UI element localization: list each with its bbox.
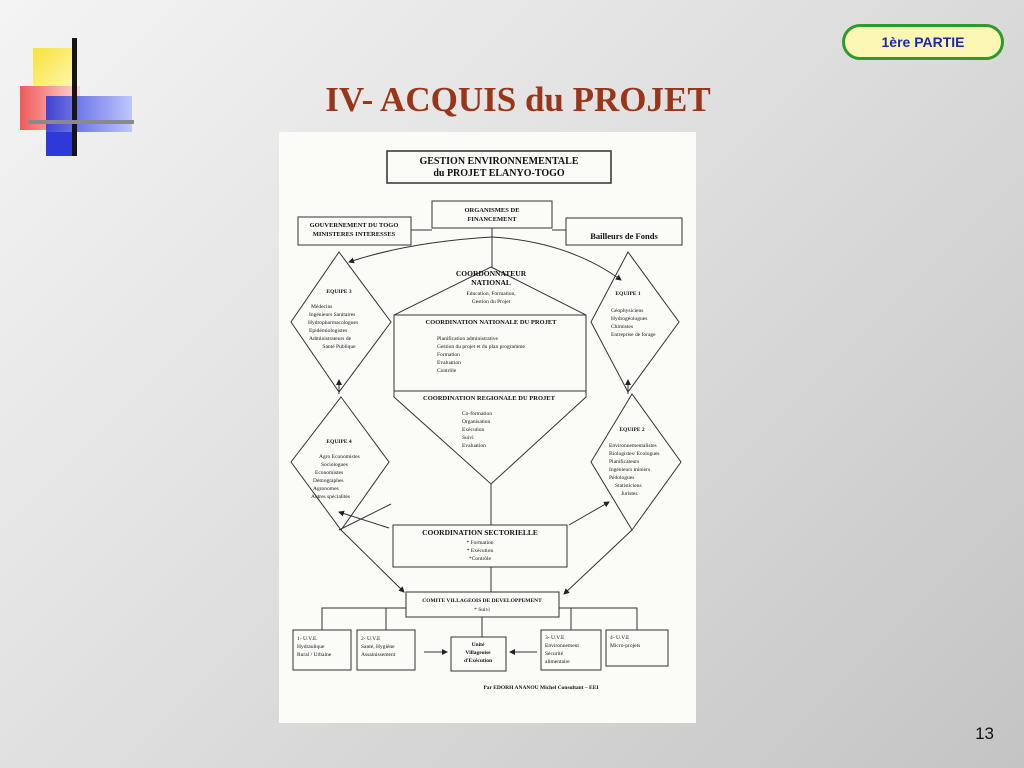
equipe2-item-4: Pédologues xyxy=(609,475,634,481)
gouvernement-line1: GOUVERNEMENT DU TOGO xyxy=(310,222,399,229)
uve2-line-2: Assainissement xyxy=(361,652,396,658)
author-credit: Par EDORH ANANOU Michel Consultant – EEI xyxy=(483,685,598,691)
sectorielle-item-0: * Formation xyxy=(466,540,493,546)
gouvernement-line2: MINISTERES INTERESSES xyxy=(313,231,396,238)
section-badge: 1ère PARTIE xyxy=(842,24,1004,60)
uve1-line-1: Hydraulique xyxy=(297,644,325,650)
equipe3-item-1: Ingénieurs Sanitaires xyxy=(309,312,355,318)
uve3-line-3: alimentaire xyxy=(545,659,570,665)
diagram-title-box xyxy=(386,150,612,184)
coord-regionale-title: COORDINATION REGIONALE DU PROJET xyxy=(423,395,556,402)
unite-line-0: Unité xyxy=(472,642,485,648)
uve2-line-0: 2- U.V.E xyxy=(361,636,381,642)
slide-title: IV- ACQUIS du PROJET xyxy=(325,80,711,119)
equipe2-item-0: Environnementalistes xyxy=(609,443,657,449)
equipe2-item-2: Planificateurs xyxy=(609,458,639,465)
equipe2-item-1: Biologistes/ Ecologues xyxy=(609,451,660,457)
organization-diagram: GESTION ENVIRONNEMENTALE du PROJET ELANY… xyxy=(290,150,683,691)
sectorielle-item-1: * Exécution xyxy=(467,548,494,554)
equipe2-title: EQUIPE 2 xyxy=(619,427,644,433)
uve4-line-1: Micro-projets xyxy=(610,643,640,649)
page-number: 13 xyxy=(975,724,994,743)
equipe4-item-5: Autres spécialités xyxy=(311,494,350,500)
coord-regionale-item-1: Organisation xyxy=(462,419,491,425)
comite-title: COMITE VILLAGEOIS DE DEVELOPPEMENT xyxy=(422,598,542,604)
equipe1-item-0: Géophysiciens xyxy=(611,308,643,314)
organismes-line1: ORGANISMES DE xyxy=(464,207,519,214)
sectorielle-box xyxy=(392,524,568,568)
decorative-logo-icon xyxy=(20,38,134,156)
organismes-line2: FINANCEMENT xyxy=(467,216,517,223)
gouvernement-box xyxy=(297,216,412,246)
uve3-line-0: 3- U.V.E xyxy=(545,635,565,641)
coord-nationale-item-4: Contrôle xyxy=(437,368,457,374)
equipe2-item-5: Statisticiens xyxy=(615,483,642,489)
coordonnateur-item-0: Education, Formation, xyxy=(466,291,516,297)
equipe1-title: EQUIPE 1 xyxy=(615,291,640,297)
equipe4-item-1: Sociologues xyxy=(321,462,348,468)
equipe3-item-2: Hydropharmacologues xyxy=(308,320,358,326)
coord-regionale-item-2: Exécution xyxy=(462,427,485,433)
coord-nationale-title: COORDINATION NATIONALE DU PROJET xyxy=(425,319,557,326)
equipe3-title: EQUIPE 3 xyxy=(326,289,351,295)
equipe1-item-2: Chimistes xyxy=(611,324,633,330)
equipe2-item-6: Juristes xyxy=(621,491,638,497)
coord-nationale-item-3: Evaluation xyxy=(437,360,461,366)
coord-regionale-item-4: Evaluation xyxy=(462,443,486,449)
equipe3-item-3: Epidémiologistes xyxy=(309,328,347,334)
equipe3-item-5: Santé Publique xyxy=(322,344,356,350)
uve1-line-0: 1- U.V.E. xyxy=(297,636,318,642)
uve3-line-1: Environnement xyxy=(545,643,579,649)
diagram-title-line2: du PROJET ELANYO-TOGO xyxy=(433,168,565,179)
equipe4-item-3: Démographes xyxy=(313,478,344,484)
coord-nationale-item-0: Planification administrative xyxy=(437,335,499,342)
organismes-box xyxy=(431,200,553,229)
coord-regionale-item-0: Co-formation xyxy=(462,410,492,417)
coordonnateur-line2: NATIONAL xyxy=(471,278,511,287)
coordonnateur-line1: COORDONNATEUR xyxy=(456,269,527,278)
uve2-line-1: Santé, Hygiène xyxy=(361,644,395,650)
coord-nationale-item-1: Gestion du projet et du plan programme xyxy=(437,344,526,350)
sectorielle-title: COORDINATION SECTORIELLE xyxy=(422,528,538,537)
equipe4-item-2: Economistes xyxy=(315,470,343,476)
uve4-line-0: 4- U.V.E xyxy=(610,635,630,641)
equipe1-item-3: Entreprise de forage xyxy=(611,331,656,338)
equipe4-item-0: Agro Economistes xyxy=(319,454,360,460)
equipe4-title: EQUIPE 4 xyxy=(326,439,351,445)
diagram-title-line1: GESTION ENVIRONNEMENTALE xyxy=(419,156,578,167)
coord-regionale-item-3: Suivi xyxy=(462,435,474,441)
unite-line-2: d'Exécution xyxy=(464,658,492,664)
bailleurs-label: Bailleurs de Fonds xyxy=(590,231,658,241)
comite-item: * Suivi xyxy=(474,607,490,613)
coordonnateur-item-1: Gestion du Projet xyxy=(472,299,511,305)
scanned-diagram: GESTION ENVIRONNEMENTALE du PROJET ELANY… xyxy=(279,132,696,723)
bailleurs-box xyxy=(565,217,683,246)
equipe1-diamond xyxy=(590,251,680,393)
equipe2-item-3: Ingénieurs miniers xyxy=(609,467,650,473)
equipe1-item-1: Hydrogéologues xyxy=(611,316,647,322)
uve1-line-2: Rural / Urbaine xyxy=(297,652,332,658)
equipe3-item-0: Médecins xyxy=(311,304,332,310)
unite-line-1: Villageoise xyxy=(465,650,491,656)
uve3-line-2: Sécurité xyxy=(545,651,564,657)
unite-box xyxy=(450,636,507,672)
equipe3-item-4: Administrateurs de xyxy=(309,336,352,342)
equipe4-item-4: Agronomes xyxy=(313,486,339,492)
comite-box xyxy=(405,591,560,618)
coord-nationale-item-2: Formation xyxy=(437,352,460,358)
sectorielle-item-2: *Contrôle xyxy=(469,556,492,562)
